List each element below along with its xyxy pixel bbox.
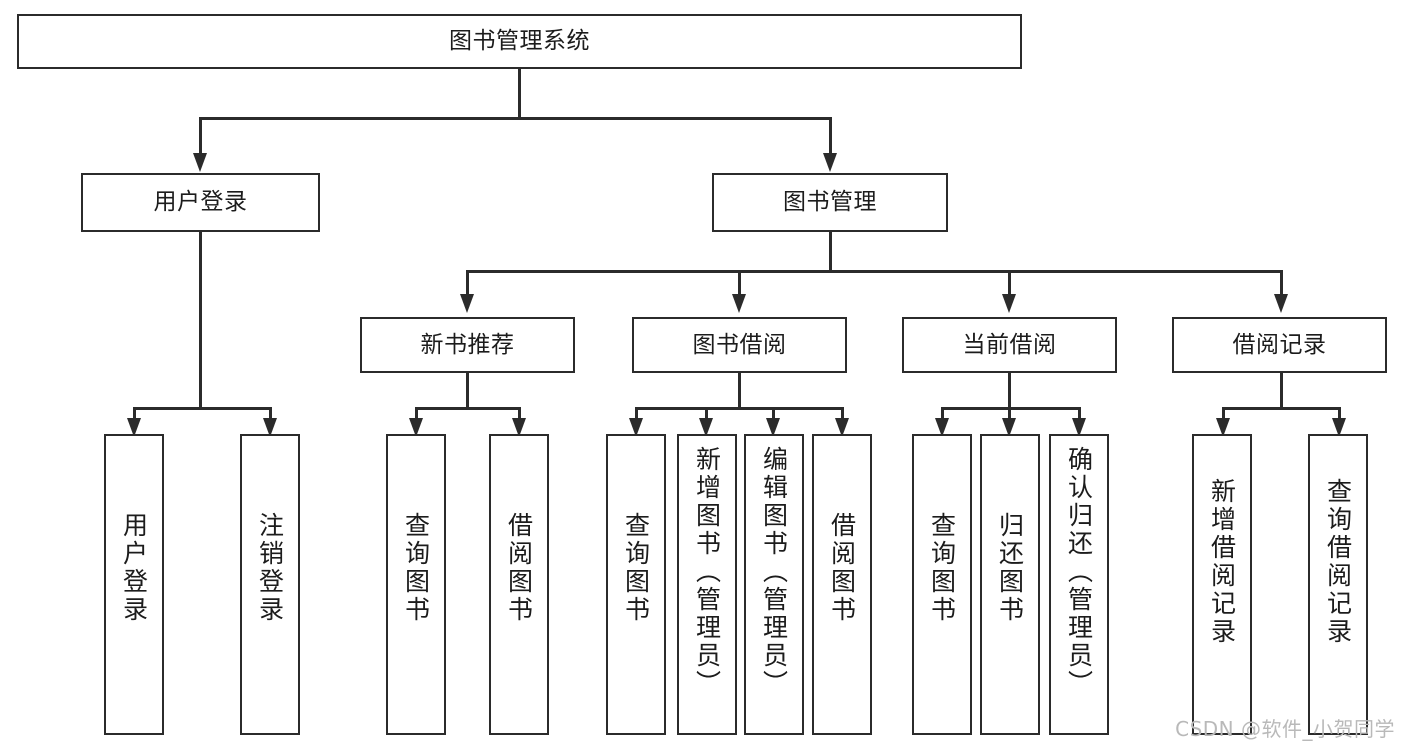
connector-current-borrow-drop-2: [1008, 407, 1011, 424]
arrow-to-leaf-add-book: [699, 418, 713, 437]
leaf-edit-book[interactable]: 编辑图书（管理员）: [744, 434, 804, 735]
leaf-label: 新增借阅记录: [1207, 478, 1237, 646]
leaf-label: 查询图书: [401, 512, 431, 624]
arrow-to-leaf-query-book-3: [935, 418, 949, 437]
csdn-watermark: CSDN @软件_小贺同学: [1175, 717, 1395, 741]
arrow-to-leaf-edit-book: [766, 418, 780, 437]
leaf-query-book-current[interactable]: 查询图书: [912, 434, 972, 735]
connector-new-book-stem: [466, 373, 469, 409]
node-current-borrow[interactable]: 当前借阅: [902, 317, 1117, 373]
connector-borrow-record-drop-2: [1338, 407, 1341, 424]
arrow-to-current-borrow: [1002, 294, 1016, 313]
leaf-query-borrow-record[interactable]: 查询借阅记录: [1308, 434, 1368, 735]
arrow-to-leaf-query-book-1: [409, 418, 423, 437]
arrow-to-leaf-logout: [263, 418, 277, 437]
connector-level3-drop-3: [1008, 270, 1011, 298]
connector-book-borrow-drop-3: [772, 407, 775, 424]
connector-level3-drop-4: [1280, 270, 1283, 298]
connector-borrow-record-stem: [1280, 373, 1283, 409]
node-user-login[interactable]: 用户登录: [81, 173, 320, 232]
arrow-to-leaf-query-record: [1332, 418, 1346, 437]
connector-level2-bus: [199, 117, 831, 120]
connector-current-borrow-bus: [941, 407, 1080, 410]
leaf-query-book-recommend[interactable]: 查询图书: [386, 434, 446, 735]
node-book-management[interactable]: 图书管理: [712, 173, 948, 232]
arrow-to-leaf-return-book: [1002, 418, 1016, 437]
connector-book-borrow-drop-4: [841, 407, 844, 424]
connector-level2-drop-left: [199, 117, 202, 157]
connector-current-borrow-drop-1: [941, 407, 944, 424]
leaf-label: 查询图书: [621, 512, 651, 624]
connector-book-borrow-drop-2: [705, 407, 708, 424]
arrow-to-leaf-add-record: [1216, 418, 1230, 437]
arrow-to-leaf-query-book-2: [629, 418, 643, 437]
connector-user-login-drop-2: [269, 407, 272, 424]
connector-borrow-record-bus: [1222, 407, 1340, 410]
connector-user-login-stem: [199, 232, 202, 409]
connector-current-borrow-drop-3: [1078, 407, 1081, 424]
leaf-label: 借阅图书: [504, 512, 534, 624]
leaf-borrow-book[interactable]: 借阅图书: [812, 434, 872, 735]
node-label: 当前借阅: [962, 331, 1057, 358]
arrow-to-leaf-borrow-book-2: [835, 418, 849, 437]
leaf-confirm-return[interactable]: 确认归还（管理员）: [1049, 434, 1109, 735]
leaf-label: 用户登录: [119, 512, 149, 624]
leaf-label: 查询图书: [927, 512, 957, 624]
connector-new-book-bus: [415, 407, 521, 410]
node-label: 图书借阅: [692, 331, 787, 358]
leaf-add-book[interactable]: 新增图书（管理员）: [677, 434, 737, 735]
connector-book-borrow-stem: [738, 373, 741, 409]
connector-level3-drop-2: [738, 270, 741, 298]
connector-borrow-record-drop-1: [1222, 407, 1225, 424]
node-label: 图书管理: [783, 189, 877, 216]
connector-user-login-drop-1: [133, 407, 136, 424]
connector-book-management-stem: [829, 232, 832, 272]
arrow-to-new-book-recommend: [460, 294, 474, 313]
connector-level3-bus: [466, 270, 1280, 273]
node-label: 用户登录: [153, 189, 248, 216]
leaf-label: 编辑图书（管理员）: [759, 446, 789, 698]
arrow-to-book-borrow: [732, 294, 746, 313]
leaf-label: 新增图书（管理员）: [692, 446, 722, 698]
leaf-query-book-borrow[interactable]: 查询图书: [606, 434, 666, 735]
connector-user-login-bus: [133, 407, 271, 410]
connector-book-borrow-drop-1: [635, 407, 638, 424]
leaf-logout[interactable]: 注销登录: [240, 434, 300, 735]
leaf-label: 注销登录: [255, 512, 285, 624]
arrow-to-leaf-user-login: [127, 418, 141, 437]
leaf-label: 查询借阅记录: [1323, 478, 1353, 646]
connector-level3-drop-1: [466, 270, 469, 298]
node-book-borrow[interactable]: 图书借阅: [632, 317, 847, 373]
connector-new-book-drop-1: [415, 407, 418, 424]
arrow-to-leaf-confirm-return: [1072, 418, 1086, 437]
node-label: 图书管理系统: [449, 28, 590, 55]
arrow-to-borrow-record: [1274, 294, 1288, 313]
leaf-borrow-book-recommend[interactable]: 借阅图书: [489, 434, 549, 735]
node-borrow-record[interactable]: 借阅记录: [1172, 317, 1387, 373]
node-book-management-system[interactable]: 图书管理系统: [17, 14, 1022, 69]
arrow-to-book-management: [823, 153, 837, 172]
connector-book-borrow-bus: [635, 407, 843, 410]
node-label: 新书推荐: [420, 331, 515, 358]
arrow-to-user-login: [193, 153, 207, 172]
leaf-return-book[interactable]: 归还图书: [980, 434, 1040, 735]
connector-new-book-drop-2: [518, 407, 521, 424]
connector-level2-drop-right: [829, 117, 832, 157]
leaf-add-borrow-record[interactable]: 新增借阅记录: [1192, 434, 1252, 735]
leaf-label: 归还图书: [995, 512, 1025, 624]
node-label: 借阅记录: [1232, 331, 1327, 358]
leaf-label: 确认归还（管理员）: [1064, 446, 1094, 698]
leaf-label: 借阅图书: [827, 512, 857, 624]
leaf-user-login[interactable]: 用户登录: [104, 434, 164, 735]
arrow-to-leaf-borrow-book-1: [512, 418, 526, 437]
node-new-book-recommend[interactable]: 新书推荐: [360, 317, 575, 373]
connector-current-borrow-stem: [1008, 373, 1011, 409]
connector-root-stem: [518, 69, 521, 119]
